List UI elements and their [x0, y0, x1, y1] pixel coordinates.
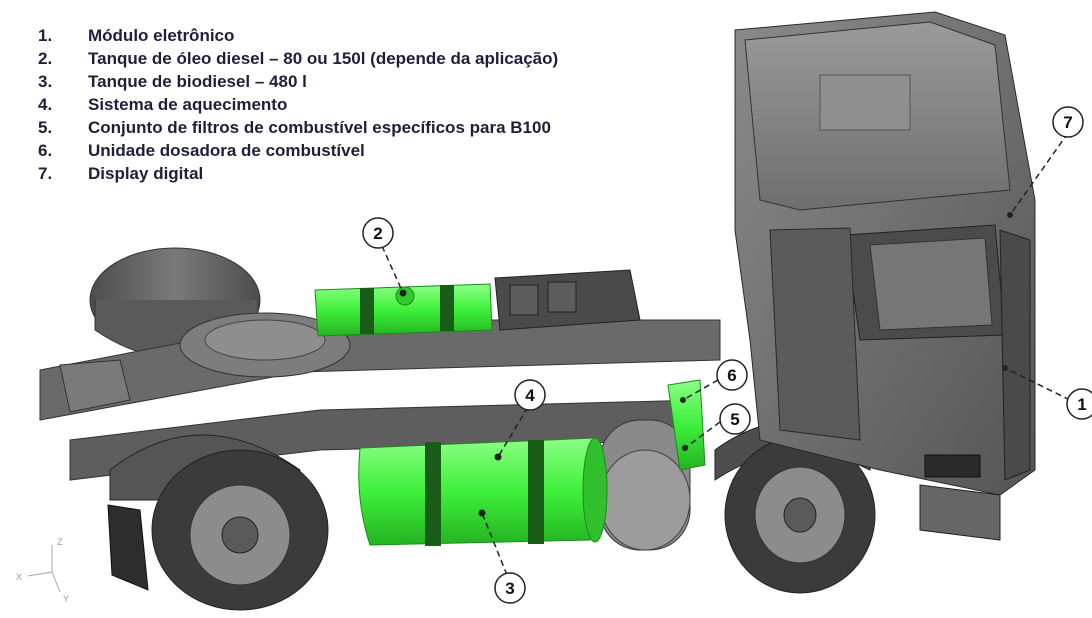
leader-lines — [381, 132, 1071, 576]
rear-wheel-front — [107, 434, 329, 611]
legend-number: 1. — [38, 25, 53, 45]
axis-label-x: X — [16, 572, 22, 582]
legend-text: Conjunto de filtros de combustível espec… — [88, 117, 551, 137]
legend-text: Sistema de aquecimento — [88, 94, 288, 114]
legend-text: Tanque de óleo diesel – 80 ou 150l (depe… — [88, 48, 559, 68]
callout-1-label: 1 — [1077, 395, 1086, 414]
legend-item-2: 2. Tanque de óleo diesel – 80 ou 150l (de… — [38, 47, 558, 70]
aftertreatment-unit — [599, 419, 691, 551]
callout-1: 1 — [1066, 388, 1092, 420]
biodiesel-tank-highlight — [358, 437, 608, 546]
legend-text: Unidade dosadora de combustível — [88, 140, 365, 160]
truck-cab — [734, 11, 1036, 541]
callout-3: 3 — [494, 572, 526, 604]
legend-number: 3. — [38, 71, 53, 91]
legend-number: 6. — [38, 140, 53, 160]
filter-dosing-highlight — [667, 379, 706, 471]
legend-item-7: 7. Display digital — [38, 162, 558, 185]
axis-label-y: Y — [63, 594, 69, 604]
legend-text: Tanque de biodiesel – 480 l — [88, 71, 307, 91]
axis-label-z: Z — [57, 537, 63, 547]
fifth-wheel — [179, 312, 351, 378]
callout-4-label: 4 — [525, 386, 535, 405]
legend-item-6: 6. Unidade dosadora de combustível — [38, 139, 558, 162]
diesel-tank-highlight — [314, 283, 493, 337]
callout-7-label: 7 — [1063, 113, 1072, 132]
legend-item-5: 5. Conjunto de filtros de combustível esp… — [38, 116, 558, 139]
legend-item-1: 1. Módulo eletrônico — [38, 24, 558, 47]
callout-5: 5 — [719, 403, 751, 435]
front-wheel — [714, 420, 876, 594]
legend-list: 1. Módulo eletrônico 2. Tanque de óleo die… — [38, 24, 558, 185]
leader-dots — [399, 212, 1013, 517]
legend-text: Display digital — [88, 163, 204, 183]
legend-number: 2. — [38, 48, 53, 68]
callout-4: 4 — [514, 379, 546, 411]
legend-item-4: 4. Sistema de aquecimento — [38, 93, 558, 116]
callout-2: 2 — [362, 217, 394, 249]
legend-item-3: 3. Tanque de biodiesel – 480 l — [38, 70, 558, 93]
callout-2-label: 2 — [373, 224, 382, 243]
legend-number: 5. — [38, 117, 53, 137]
callout-6-label: 6 — [727, 366, 736, 385]
battery-box — [494, 269, 641, 331]
callout-5-label: 5 — [730, 410, 739, 429]
callout-3-label: 3 — [505, 579, 514, 598]
callout-6: 6 — [716, 359, 748, 391]
legend-number: 7. — [38, 163, 53, 183]
legend-text: Módulo eletrônico — [88, 25, 235, 45]
callout-7: 7 — [1052, 106, 1084, 138]
axis-triad-icon: Z X Y — [16, 537, 69, 604]
legend-number: 4. — [38, 94, 53, 114]
